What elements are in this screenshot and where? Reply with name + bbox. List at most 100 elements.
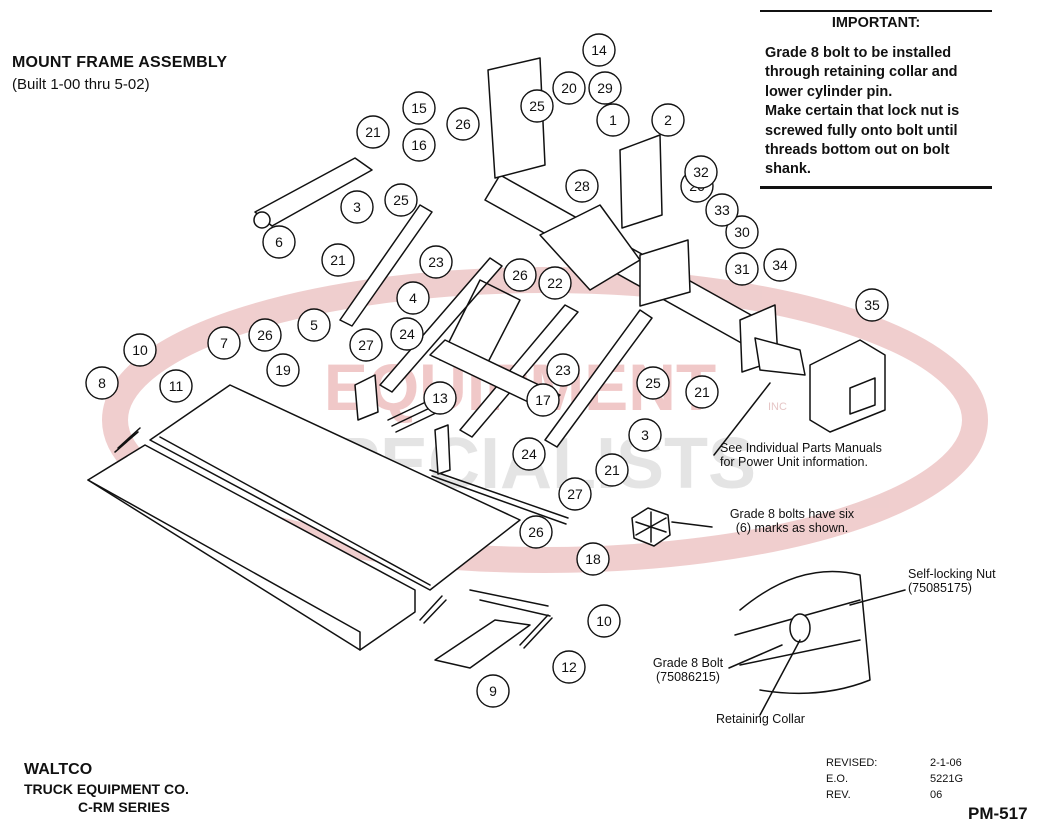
callout-22: 22 — [538, 266, 572, 300]
self-locking-nut-pn: (75085175) — [908, 581, 972, 595]
callout-32: 32 — [684, 155, 718, 189]
pin-11 — [114, 427, 141, 453]
callout-circle — [402, 128, 436, 162]
important-line: shank. — [765, 161, 811, 178]
callout-number: 18 — [585, 551, 601, 567]
self-locking-nut-label: Self-locking Nut (75085175) — [908, 567, 996, 595]
grade8-bolt-label: Grade 8 Bolt (75086215) — [645, 656, 731, 684]
lift-arm-3-right — [544, 309, 653, 448]
grade8-bolt-pn: (75086215) — [656, 670, 720, 684]
series-name: C-RM SERIES — [78, 799, 170, 815]
taper-plate — [434, 619, 531, 669]
callout-circle — [705, 193, 739, 227]
callout-circle — [565, 169, 599, 203]
flip-over-section — [87, 444, 416, 651]
callout-14: 14 — [582, 33, 616, 67]
callout-circle — [321, 243, 355, 277]
platform-deck — [149, 384, 521, 591]
callout-number: 13 — [432, 390, 448, 406]
callout-number: 12 — [561, 659, 577, 675]
callout-number: 4 — [409, 290, 417, 306]
callout-number: 26 — [257, 327, 273, 343]
callout-5: 5 — [297, 308, 331, 342]
callout-number: 27 — [567, 486, 583, 502]
callout-24b: 24 — [512, 437, 546, 471]
callout-24a: 24 — [390, 317, 424, 351]
callout-number: 34 — [772, 257, 788, 273]
callout-number: 2 — [664, 112, 672, 128]
important-box: IMPORTANT: Grade 8 bolt to be installed … — [760, 10, 992, 189]
callout-circle — [855, 288, 889, 322]
callout-3b: 3 — [628, 418, 662, 452]
important-title: IMPORTANT: — [831, 15, 921, 31]
callout-circle — [503, 258, 537, 292]
callout-number: 21 — [330, 252, 346, 268]
callout-20: 20 — [552, 71, 586, 105]
important-line: screwed fully onto bolt until — [765, 122, 958, 139]
callout-number: 9 — [489, 683, 497, 699]
callout-number: 25 — [529, 98, 545, 114]
page-subtitle: (Built 1-00 thru 5-02) — [12, 76, 150, 93]
torsion-bar-end — [253, 211, 271, 229]
company-name: WALTCO — [24, 761, 93, 778]
callout-3a: 3 — [340, 190, 374, 224]
callout-number: 10 — [132, 342, 148, 358]
callout-23b: 23 — [546, 353, 580, 387]
callout-circle — [446, 107, 480, 141]
callout-11: 11 — [159, 369, 193, 403]
callout-25b: 25 — [520, 89, 554, 123]
callout-18: 18 — [576, 542, 610, 576]
callout-21a: 21 — [356, 115, 390, 149]
callout-circle — [684, 155, 718, 189]
important-line: through retaining collar and — [765, 64, 958, 81]
callout-circle — [262, 225, 296, 259]
callout-circle — [512, 437, 546, 471]
callout-circle — [596, 103, 630, 137]
callout-number: 21 — [604, 462, 620, 478]
callout-circle — [402, 91, 436, 125]
revised-value: 2-1-06 — [930, 757, 962, 769]
cross-tube — [429, 339, 561, 411]
callout-33: 33 — [705, 193, 739, 227]
callout-10b: 10 — [587, 604, 621, 638]
callout-circle — [349, 328, 383, 362]
callout-17: 17 — [526, 383, 560, 417]
callout-number: 27 — [358, 337, 374, 353]
callout-number: 17 — [535, 392, 551, 408]
mount-plate-30 — [639, 239, 691, 307]
callout-number: 6 — [275, 234, 283, 250]
bracket-right — [434, 424, 451, 475]
callout-circle — [576, 542, 610, 576]
callout-number: 24 — [399, 326, 415, 342]
page-title: MOUNT FRAME ASSEMBLY — [12, 54, 228, 71]
platform-hinge-line — [159, 436, 431, 586]
grade8-marks-note-line1: Grade 8 bolts have six — [729, 507, 855, 521]
callout-number: 26 — [455, 116, 471, 132]
callout-31: 31 — [725, 252, 759, 286]
watermark-inc: INC — [768, 401, 787, 413]
power-unit-box-35 — [809, 339, 886, 433]
self-locking-nut-text: Self-locking Nut — [908, 567, 996, 581]
callout-circle — [552, 650, 586, 684]
retaining-collar-label: Retaining Collar — [716, 712, 805, 726]
callout-circle — [725, 215, 759, 249]
callout-number: 10 — [596, 613, 612, 629]
flip-over-edge — [87, 479, 361, 651]
callout-26a: 26 — [446, 107, 480, 141]
callout-circle — [476, 674, 510, 708]
pin-12 — [519, 614, 553, 649]
callout-circle — [423, 381, 457, 415]
callout-8: 8 — [85, 366, 119, 400]
callout-number: 31 — [734, 261, 750, 277]
callout-circle — [85, 366, 119, 400]
power-unit-note-line1: See Individual Parts Manuals — [720, 441, 882, 455]
callout-12: 12 — [552, 650, 586, 684]
eo-label: E.O. — [826, 773, 849, 785]
callout-circle — [582, 33, 616, 67]
callout-number: 30 — [734, 224, 750, 240]
important-line: threads bottom out on bolt — [765, 142, 950, 159]
mount-plate-25 — [487, 57, 546, 179]
callout-26c: 26 — [503, 258, 537, 292]
callout-25a: 25 — [384, 183, 418, 217]
